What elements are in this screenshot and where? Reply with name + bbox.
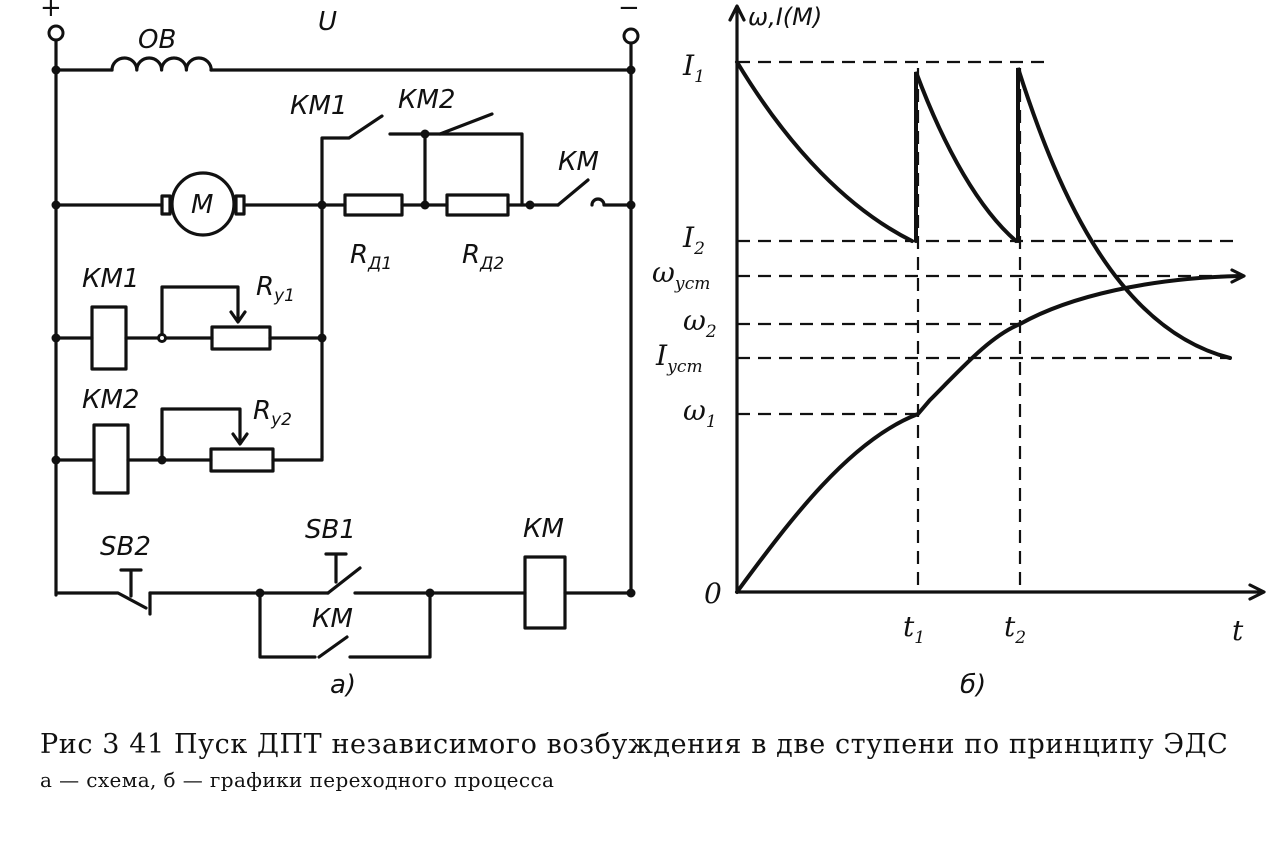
km2-contact	[438, 112, 494, 136]
plus-label: +	[40, 0, 62, 23]
r-d2-label: RД2	[462, 240, 504, 274]
y-axis-label: ω,I(M)	[748, 3, 822, 31]
caption-subtitle: а — схема, б — графики переходного проце…	[40, 768, 555, 792]
y-axis-arrow	[728, 4, 746, 22]
bypass-wire	[320, 114, 524, 207]
current-curve	[735, 60, 1232, 360]
r-y2-label: Rу2	[253, 396, 292, 430]
r-y2-arrow	[231, 432, 249, 446]
r-y1-wiper	[160, 285, 240, 340]
plus-terminal	[47, 24, 65, 42]
part-b-label: б)	[960, 670, 986, 700]
supply-label: U	[318, 7, 337, 37]
field-winding-coil	[110, 56, 213, 72]
km-coil-label: КМ	[523, 514, 564, 544]
km1-coil-label: КМ1	[82, 264, 139, 294]
motor-label: М	[191, 190, 213, 220]
tick-t1: t1	[903, 610, 925, 648]
km2-branch-wire	[54, 455, 324, 462]
km-hold-contact	[258, 591, 432, 659]
tick-w1: ω1	[683, 394, 717, 432]
sb2-label: SB2	[100, 532, 151, 562]
km1-coil	[90, 305, 128, 371]
sb1-label: SB1	[305, 515, 356, 545]
sb2-button	[119, 568, 143, 598]
schematic: + − U ОВ М RД1 RД2 КМ КМ1 КМ2	[40, 0, 640, 700]
x-axis-arrow	[1248, 583, 1266, 601]
motor-symbol	[170, 171, 236, 237]
r-y2-resistor	[209, 447, 275, 473]
figure: + − U ОВ М RД1 RД2 КМ КМ1 КМ2	[40, 0, 1266, 700]
sb1-contact	[326, 566, 362, 595]
caption-title: Рис 3 41 Пуск ДПТ независимого возбужден…	[40, 729, 1229, 760]
origin-label: 0	[704, 577, 722, 610]
figure-caption: Рис 3 41 Пуск ДПТ независимого возбужден…	[40, 728, 1250, 792]
km-hold-label: КМ	[312, 604, 353, 634]
speed-curve	[735, 274, 1242, 594]
minus-label: −	[618, 0, 640, 23]
tick-i2: I2	[682, 221, 705, 259]
tick-i-ust: Iуст	[655, 339, 703, 377]
sb1-button	[324, 552, 348, 584]
tick-t2: t2	[1004, 610, 1026, 648]
km-coil	[523, 555, 567, 630]
r-y1-label: Rу1	[256, 272, 295, 306]
transient-graph: ω,I(M) t 0 I1 I2 ωуст ω2 Iуст ω1 t1 t2 б…	[652, 3, 1266, 700]
r-d1-label: RД1	[350, 240, 392, 274]
field-winding-label: ОВ	[138, 25, 176, 55]
r-y1-resistor	[210, 325, 272, 351]
x-axis-label: t	[1232, 614, 1244, 647]
part-a-label: а)	[330, 670, 356, 700]
km-main-contact-label: КМ	[558, 147, 599, 177]
r-y2-wiper	[160, 407, 242, 462]
km1-contact-label: КМ1	[290, 91, 347, 121]
minus-terminal	[622, 27, 640, 45]
km-main-contact	[556, 178, 606, 207]
tick-w2: ω2	[683, 304, 717, 342]
km2-coil-label: КМ2	[82, 385, 139, 415]
control-wire	[54, 591, 633, 610]
r-y1-arrow	[229, 310, 247, 324]
brush-right	[234, 194, 246, 216]
brush-left	[160, 194, 172, 216]
r-d1-resistor	[343, 193, 404, 217]
r-d2-resistor	[445, 193, 510, 217]
tick-i1: I1	[682, 49, 705, 87]
km2-contact-label: КМ2	[398, 85, 455, 115]
tick-w-ust: ωуст	[652, 256, 710, 294]
speed-curve-arrow	[1230, 268, 1246, 284]
km2-coil	[92, 423, 130, 495]
